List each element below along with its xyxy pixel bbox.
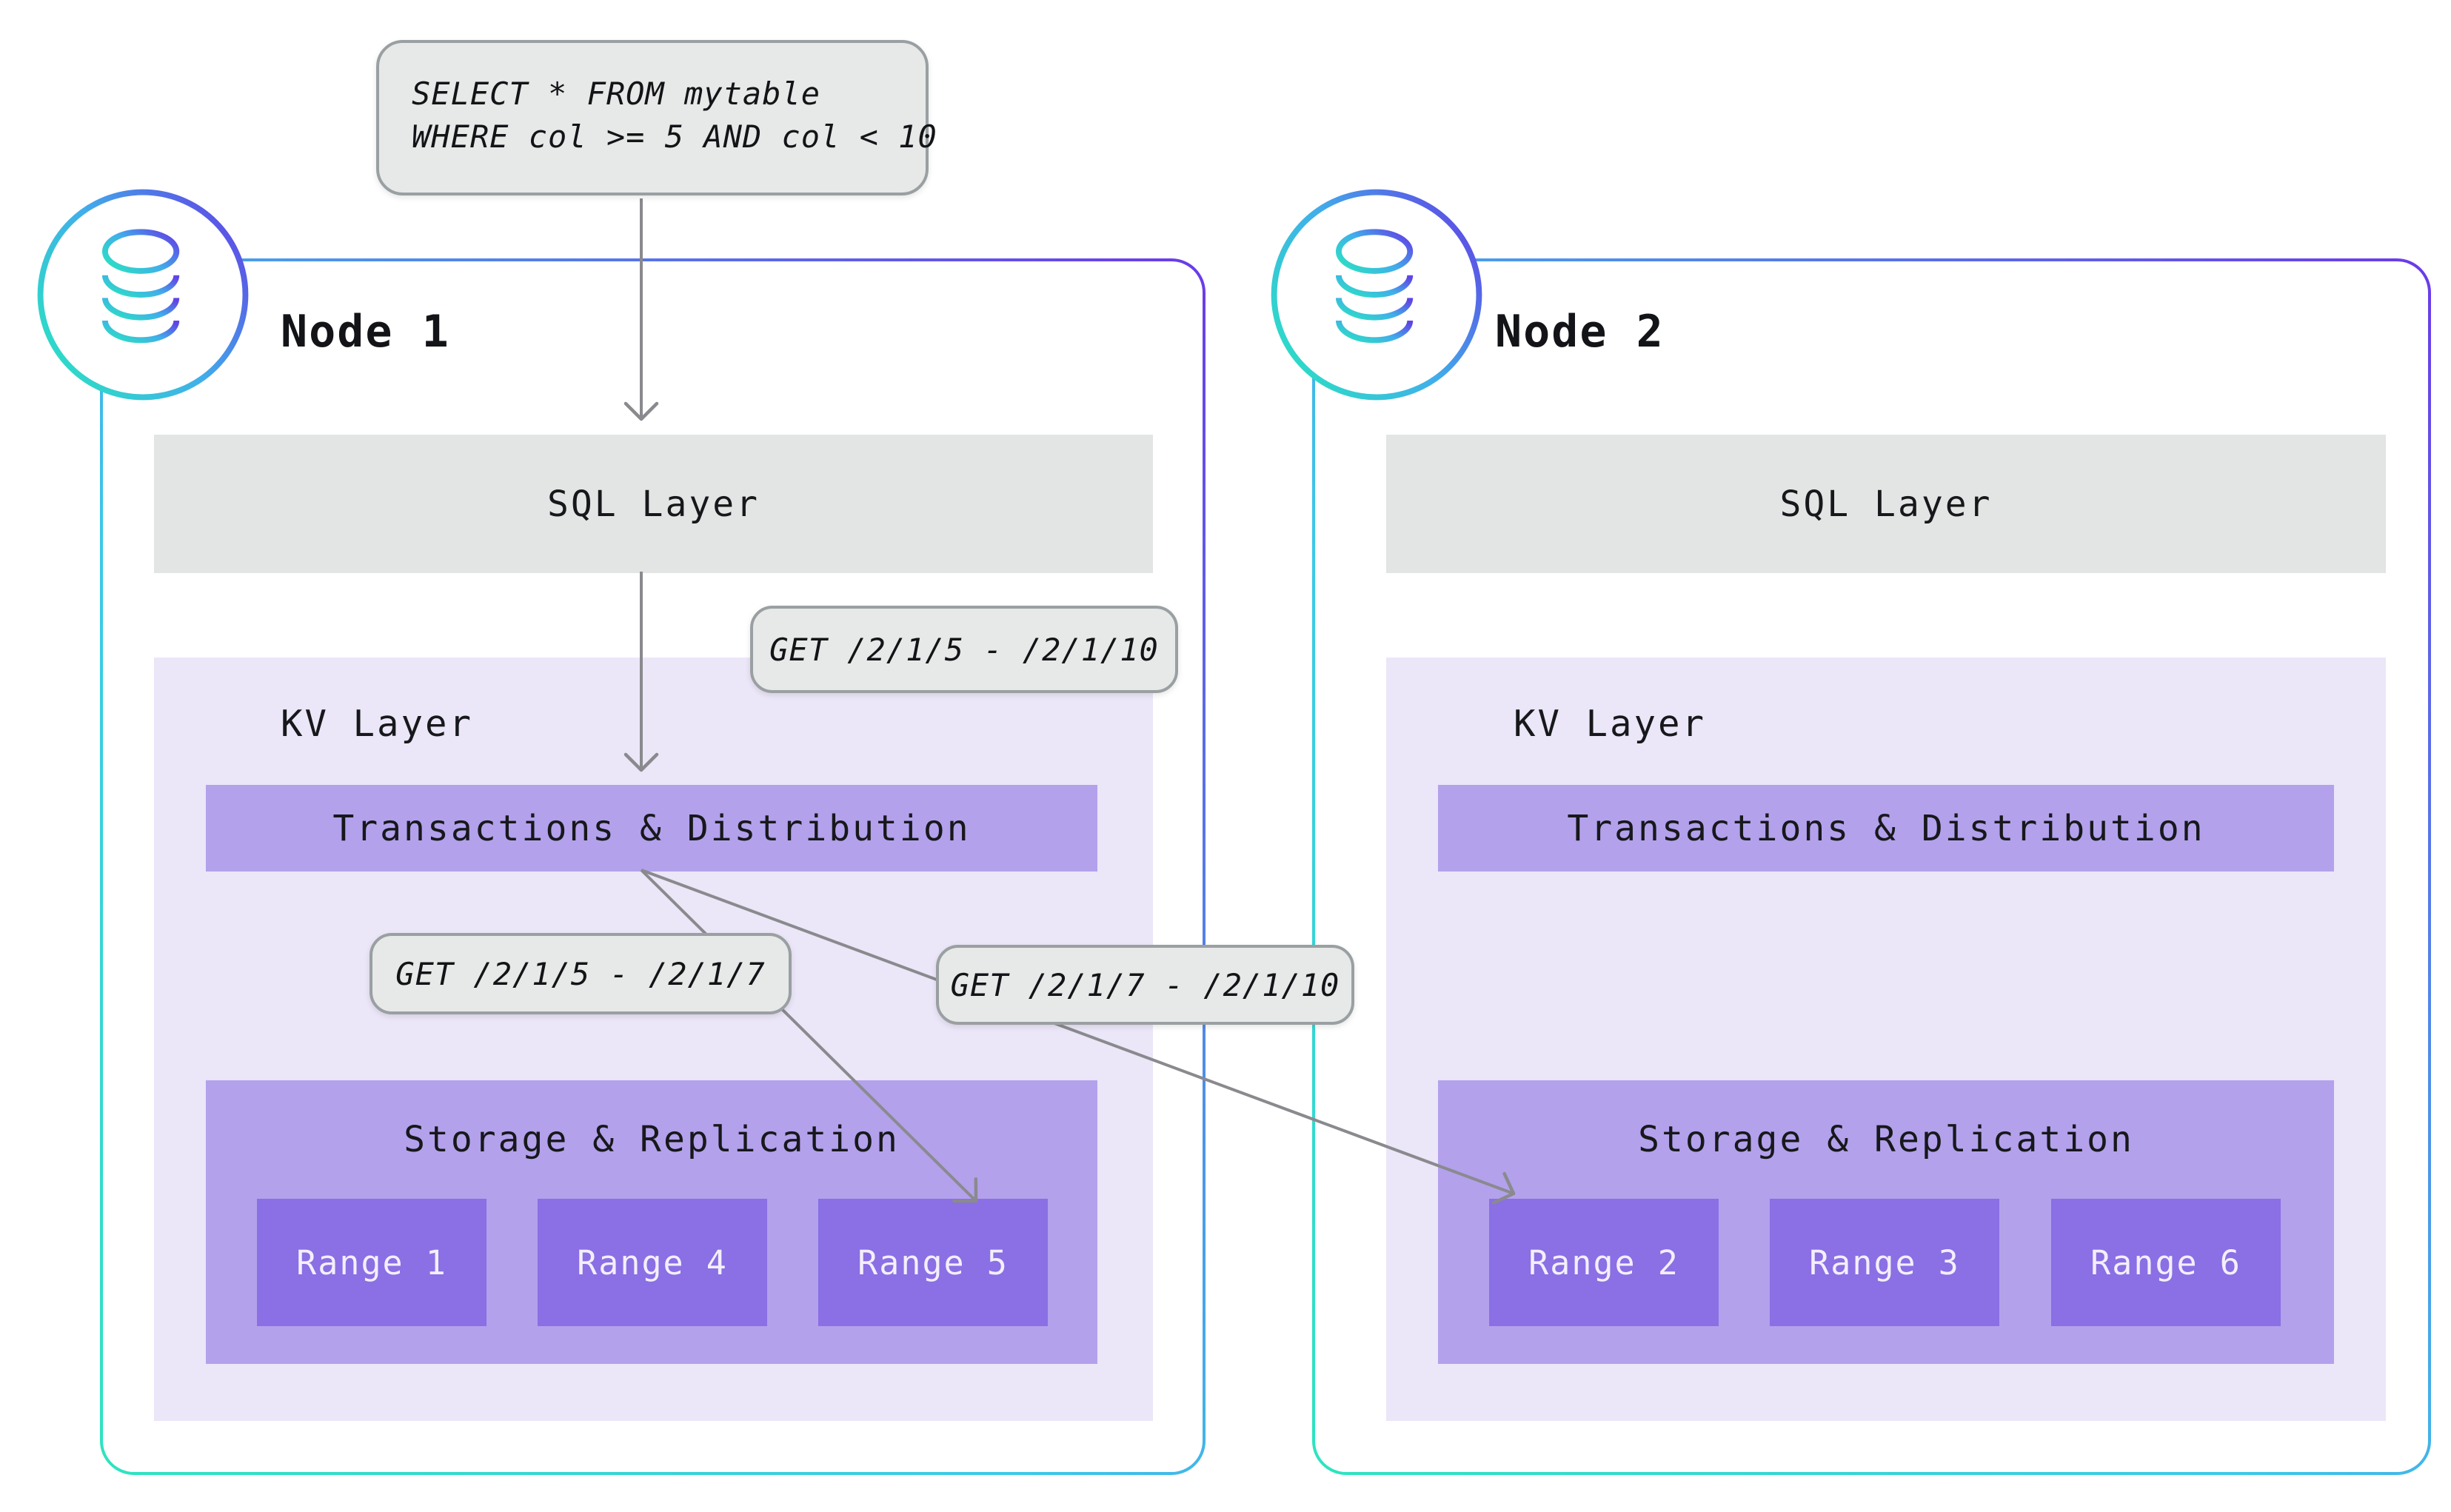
range-1-label: Range 1 [296, 1242, 447, 1282]
node-2-body: Node 2 SQL Layer KV Layer Transactions &… [1315, 261, 2428, 1472]
node-1-transactions-label: Transactions & Distribution [332, 807, 971, 849]
range-4-label: Range 4 [577, 1242, 728, 1282]
get-request-full-label: GET /2/1/5 - /2/1/10 [769, 631, 1159, 668]
node-1-container: Node 1 SQL Layer KV Layer Transactions &… [100, 258, 1206, 1475]
range-5-box: Range 5 [818, 1199, 1048, 1326]
range-1-box: Range 1 [257, 1199, 486, 1326]
node-2-sql-layer: SQL Layer [1386, 435, 2386, 573]
get-request-full-callout: GET /2/1/5 - /2/1/10 [750, 606, 1178, 693]
node-2-kv-layer-label: KV Layer [1514, 703, 1707, 745]
get-request-left-callout: GET /2/1/5 - /2/1/7 [370, 933, 792, 1014]
node-2-container: Node 2 SQL Layer KV Layer Transactions &… [1312, 258, 2431, 1475]
node-2-database-icon [1268, 187, 1485, 403]
node-1-database-icon [35, 187, 251, 403]
node-2-storage-label: Storage & Replication [1638, 1119, 2134, 1160]
sql-query-line1: SELECT * FROM mytable [412, 76, 821, 112]
range-5-label: Range 5 [857, 1242, 1009, 1282]
range-6-label: Range 6 [2090, 1242, 2241, 1282]
range-3-box: Range 3 [1770, 1199, 1999, 1326]
node-2-title: Node 2 [1495, 306, 1665, 358]
node-1-title: Node 1 [281, 306, 450, 358]
node-2-storage-bar: Storage & Replication Range 2 Range 3 Ra… [1438, 1080, 2334, 1364]
node-1-sql-layer: SQL Layer [154, 435, 1153, 573]
node-1-storage-bar: Storage & Replication Range 1 Range 4 Ra… [206, 1080, 1097, 1364]
node-1-transactions-bar: Transactions & Distribution [206, 785, 1097, 872]
node-2-transactions-bar: Transactions & Distribution [1438, 785, 2334, 872]
range-2-label: Range 2 [1528, 1242, 1679, 1282]
node-1-sql-layer-label: SQL Layer [546, 483, 760, 525]
get-request-left-label: GET /2/1/5 - /2/1/7 [395, 955, 766, 992]
node-1-storage-label: Storage & Replication [404, 1119, 900, 1160]
get-request-right-callout: GET /2/1/7 - /2/1/10 [936, 945, 1354, 1025]
node-2-transactions-label: Transactions & Distribution [1567, 807, 2205, 849]
sql-query-callout: SELECT * FROM mytable WHERE col >= 5 AND… [376, 40, 937, 195]
range-4-box: Range 4 [538, 1199, 767, 1326]
range-6-box: Range 6 [2051, 1199, 2281, 1326]
node-1-body: Node 1 SQL Layer KV Layer Transactions &… [103, 261, 1203, 1472]
range-3-label: Range 3 [1809, 1242, 1960, 1282]
node-1-kv-layer-label: KV Layer [281, 703, 474, 745]
node-2-sql-layer-label: SQL Layer [1779, 483, 1993, 525]
range-2-box: Range 2 [1489, 1199, 1719, 1326]
sql-query-line2: WHERE col >= 5 AND col < 10 [412, 118, 937, 155]
get-request-right-label: GET /2/1/7 - /2/1/10 [950, 966, 1340, 1003]
